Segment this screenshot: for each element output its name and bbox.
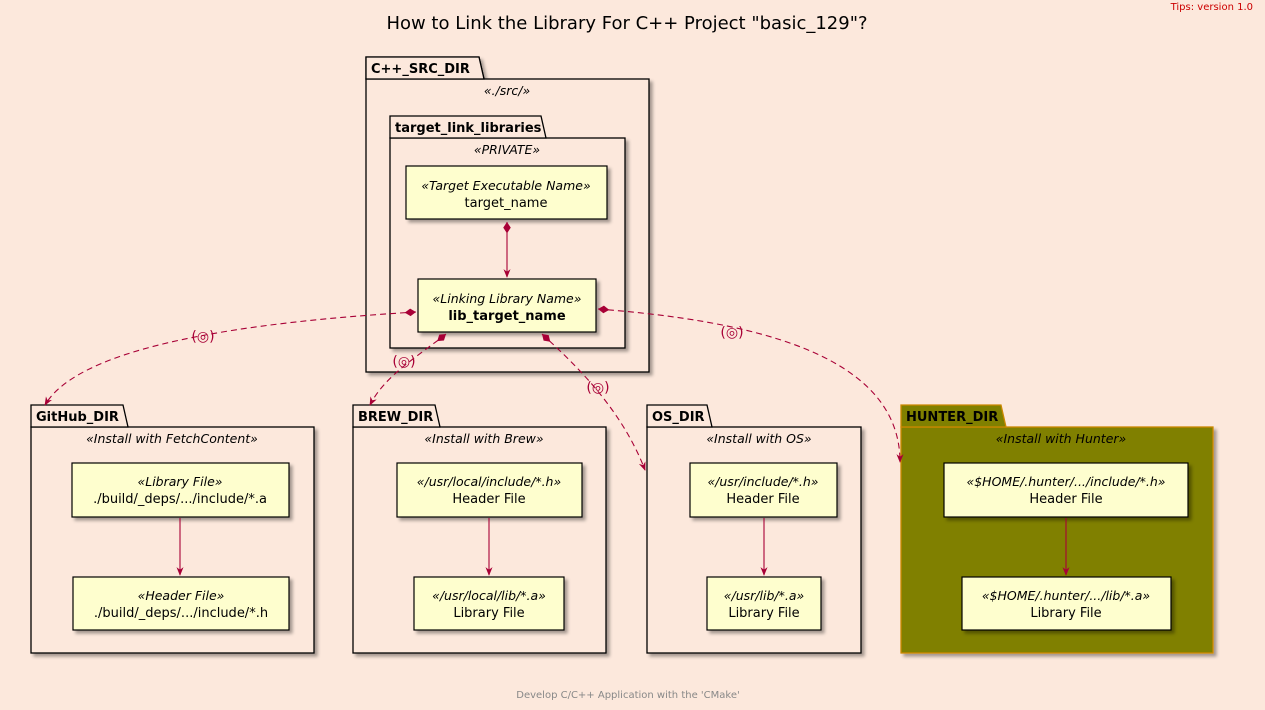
node-name: Library File [453,606,524,621]
node-name: Header File [726,492,799,507]
package-stereotype: «./src/» [484,83,530,98]
node-name: ./build/_deps/.../include/*.a [93,492,267,507]
package-label: target_link_libraries [395,121,542,136]
package-stereotype: «Install with Hunter» [996,431,1127,446]
node-name: Header File [1029,492,1102,507]
package-stereotype: «Install with Brew» [424,431,543,446]
node-stereotype: «Target Executable Name» [421,178,590,193]
node-stereotype: «/usr/local/lib/*.a» [432,588,546,603]
node-name: Library File [1030,606,1101,621]
interface-icon: (◎) [586,380,609,396]
node-stereotype: «/usr/local/include/*.h» [417,474,561,489]
node-stereotype: «/usr/include/*.h» [707,474,818,489]
package-label: BREW_DIR [358,410,433,425]
node-lib-target-name: «Linking Library Name» lib_target_name [417,278,597,333]
node-hunter-library-file: «$HOME/.hunter/.../lib/*.a» Library File [961,576,1172,631]
edge-lib-to-brew [369,333,447,406]
node-stereotype: «Header File» [138,588,225,603]
node-github-library-file: «Library File» ./build/_deps/.../include… [71,462,290,518]
package-label: GitHub_DIR [36,410,119,425]
node-os-library-file: «/usr/lib/*.a» Library File [706,576,822,631]
node-name: Header File [452,492,525,507]
package-label: C++_SRC_DIR [371,62,470,77]
node-os-header-file: «/usr/include/*.h» Header File [689,462,838,518]
package-stereotype: «Install with FetchContent» [86,431,258,446]
interface-icon: (◎) [191,329,214,345]
node-github-header-file: «Header File» ./build/_deps/.../include/… [72,576,290,631]
diagram-title: How to Link the Library For C++ Project … [386,13,867,34]
node-name: ./build/_deps/.../include/*.h [94,606,268,621]
node-stereotype: «/usr/lib/*.a» [724,588,804,603]
node-stereotype: «Library File» [138,474,223,489]
package-label: HUNTER_DIR [906,410,998,425]
node-hunter-header-file: «$HOME/.hunter/.../include/*.h» Header F… [943,462,1189,518]
node-stereotype: «Linking Library Name» [433,291,582,306]
node-brew-library-file: «/usr/local/lib/*.a» Library File [413,576,565,631]
package-stereotype: «PRIVATE» [474,142,540,157]
package-stereotype: «Install with OS» [706,431,811,446]
tips-version: Tips: version 1.0 [1170,2,1253,13]
node-name: Library File [728,606,799,621]
interface-icon: (◎) [720,325,743,341]
diagram-footer: Develop C/C++ Application with the 'CMak… [516,690,739,701]
node-name: lib_target_name [448,309,566,324]
node-name: target_name [465,196,548,211]
node-stereotype: «$HOME/.hunter/.../include/*.h» [967,474,1166,489]
edge-lib-to-os [541,333,646,471]
node-target-name: «Target Executable Name» target_name [405,165,608,220]
interface-icon: (◎) [392,354,415,370]
package-label: OS_DIR [652,410,705,425]
node-stereotype: «$HOME/.hunter/.../lib/*.a» [982,588,1150,603]
node-brew-header-file: «/usr/local/include/*.h» Header File [396,462,583,518]
edge-lib-to-github [44,308,417,406]
